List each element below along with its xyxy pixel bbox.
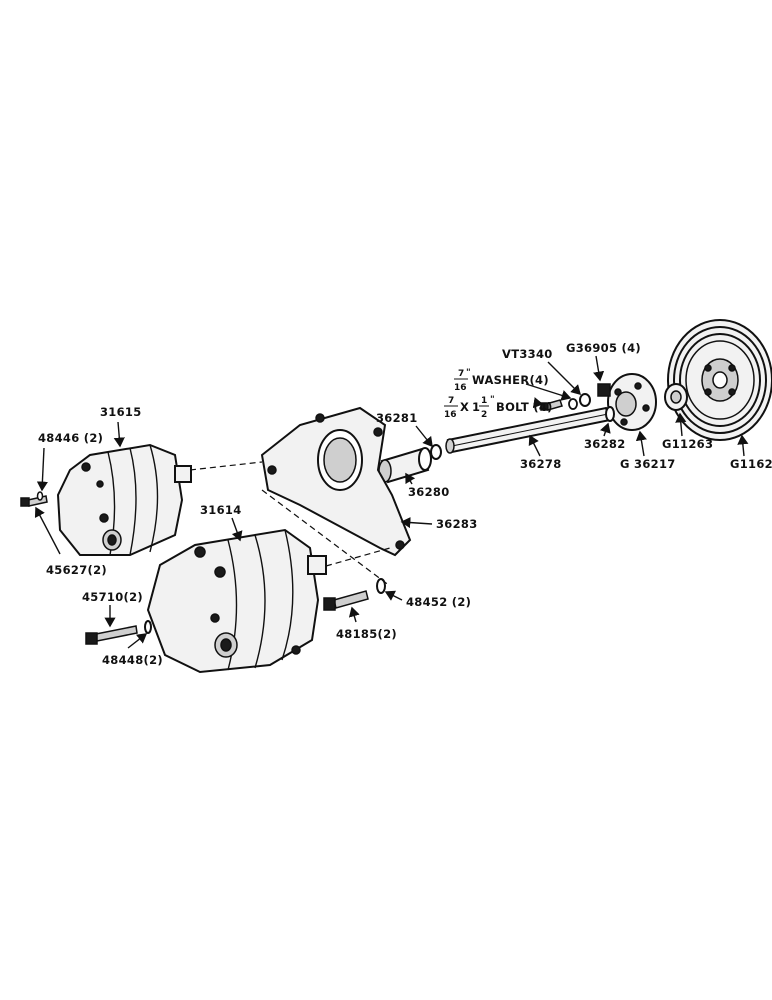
pump-31614 <box>146 528 327 674</box>
label-45710: 45710(2) <box>82 590 143 604</box>
washer-num: 7 <box>458 369 464 379</box>
washer-text: WASHER(4) <box>472 373 549 387</box>
label-36282: 36282 <box>584 437 626 451</box>
hub-g36217 <box>607 373 657 431</box>
label-48185: 48185(2) <box>336 627 397 641</box>
spacer-g11263 <box>664 383 688 411</box>
part-labels: 31615 48446 (2) 45627(2) 31614 45710(2) … <box>38 341 772 667</box>
label-vt3340: VT3340 <box>502 347 553 361</box>
bolt-fnum: 1 <box>481 396 487 406</box>
label-g36217: G 36217 <box>620 457 676 471</box>
washer-vt3340 <box>568 393 591 410</box>
washer-label: 7 16 " WASHER(4) <box>454 368 549 393</box>
coupling-36280 <box>378 447 432 484</box>
washer-inch: " <box>466 368 471 378</box>
alignment-lines <box>189 461 391 587</box>
leader-lines <box>34 355 749 649</box>
bolt-times: X <box>460 400 469 414</box>
washer-36282 <box>605 406 615 422</box>
label-36278: 36278 <box>520 457 562 471</box>
label-48448: 48448(2) <box>102 653 163 667</box>
pump-31615 <box>56 443 192 556</box>
label-31615: 31615 <box>100 405 142 419</box>
washer-den: 16 <box>454 383 467 393</box>
bracket-36283 <box>260 406 412 557</box>
label-48452: 48452 (2) <box>406 595 471 609</box>
label-g11263: G11263 <box>662 437 713 451</box>
ring-36281 <box>430 444 442 460</box>
bolt-inch: " <box>490 395 495 405</box>
bolt-48185 <box>323 578 386 611</box>
bolt-den: 16 <box>444 410 457 420</box>
bolt-45710 <box>85 620 152 645</box>
label-36283: 36283 <box>436 517 478 531</box>
label-36280: 36280 <box>408 485 450 499</box>
bolt-whole: 1 <box>472 400 480 414</box>
label-45627: 45627(2) <box>46 563 107 577</box>
bolt-fden: 2 <box>481 410 487 420</box>
label-31614: 31614 <box>200 503 242 517</box>
bolt-label: 7 16 X 1 1 2 " BOLT (4) <box>444 395 553 420</box>
label-g1162: G1162 <box>730 457 772 471</box>
bolt-g36905 <box>597 383 611 397</box>
label-g36905: G36905 (4) <box>566 341 641 355</box>
bolt-text: BOLT (4) <box>496 400 553 414</box>
bolt-45627 <box>20 491 48 507</box>
pulley-g1162 <box>667 319 772 441</box>
label-36281: 36281 <box>376 411 418 425</box>
label-48446: 48446 (2) <box>38 431 103 445</box>
bolt-num: 7 <box>448 396 454 406</box>
